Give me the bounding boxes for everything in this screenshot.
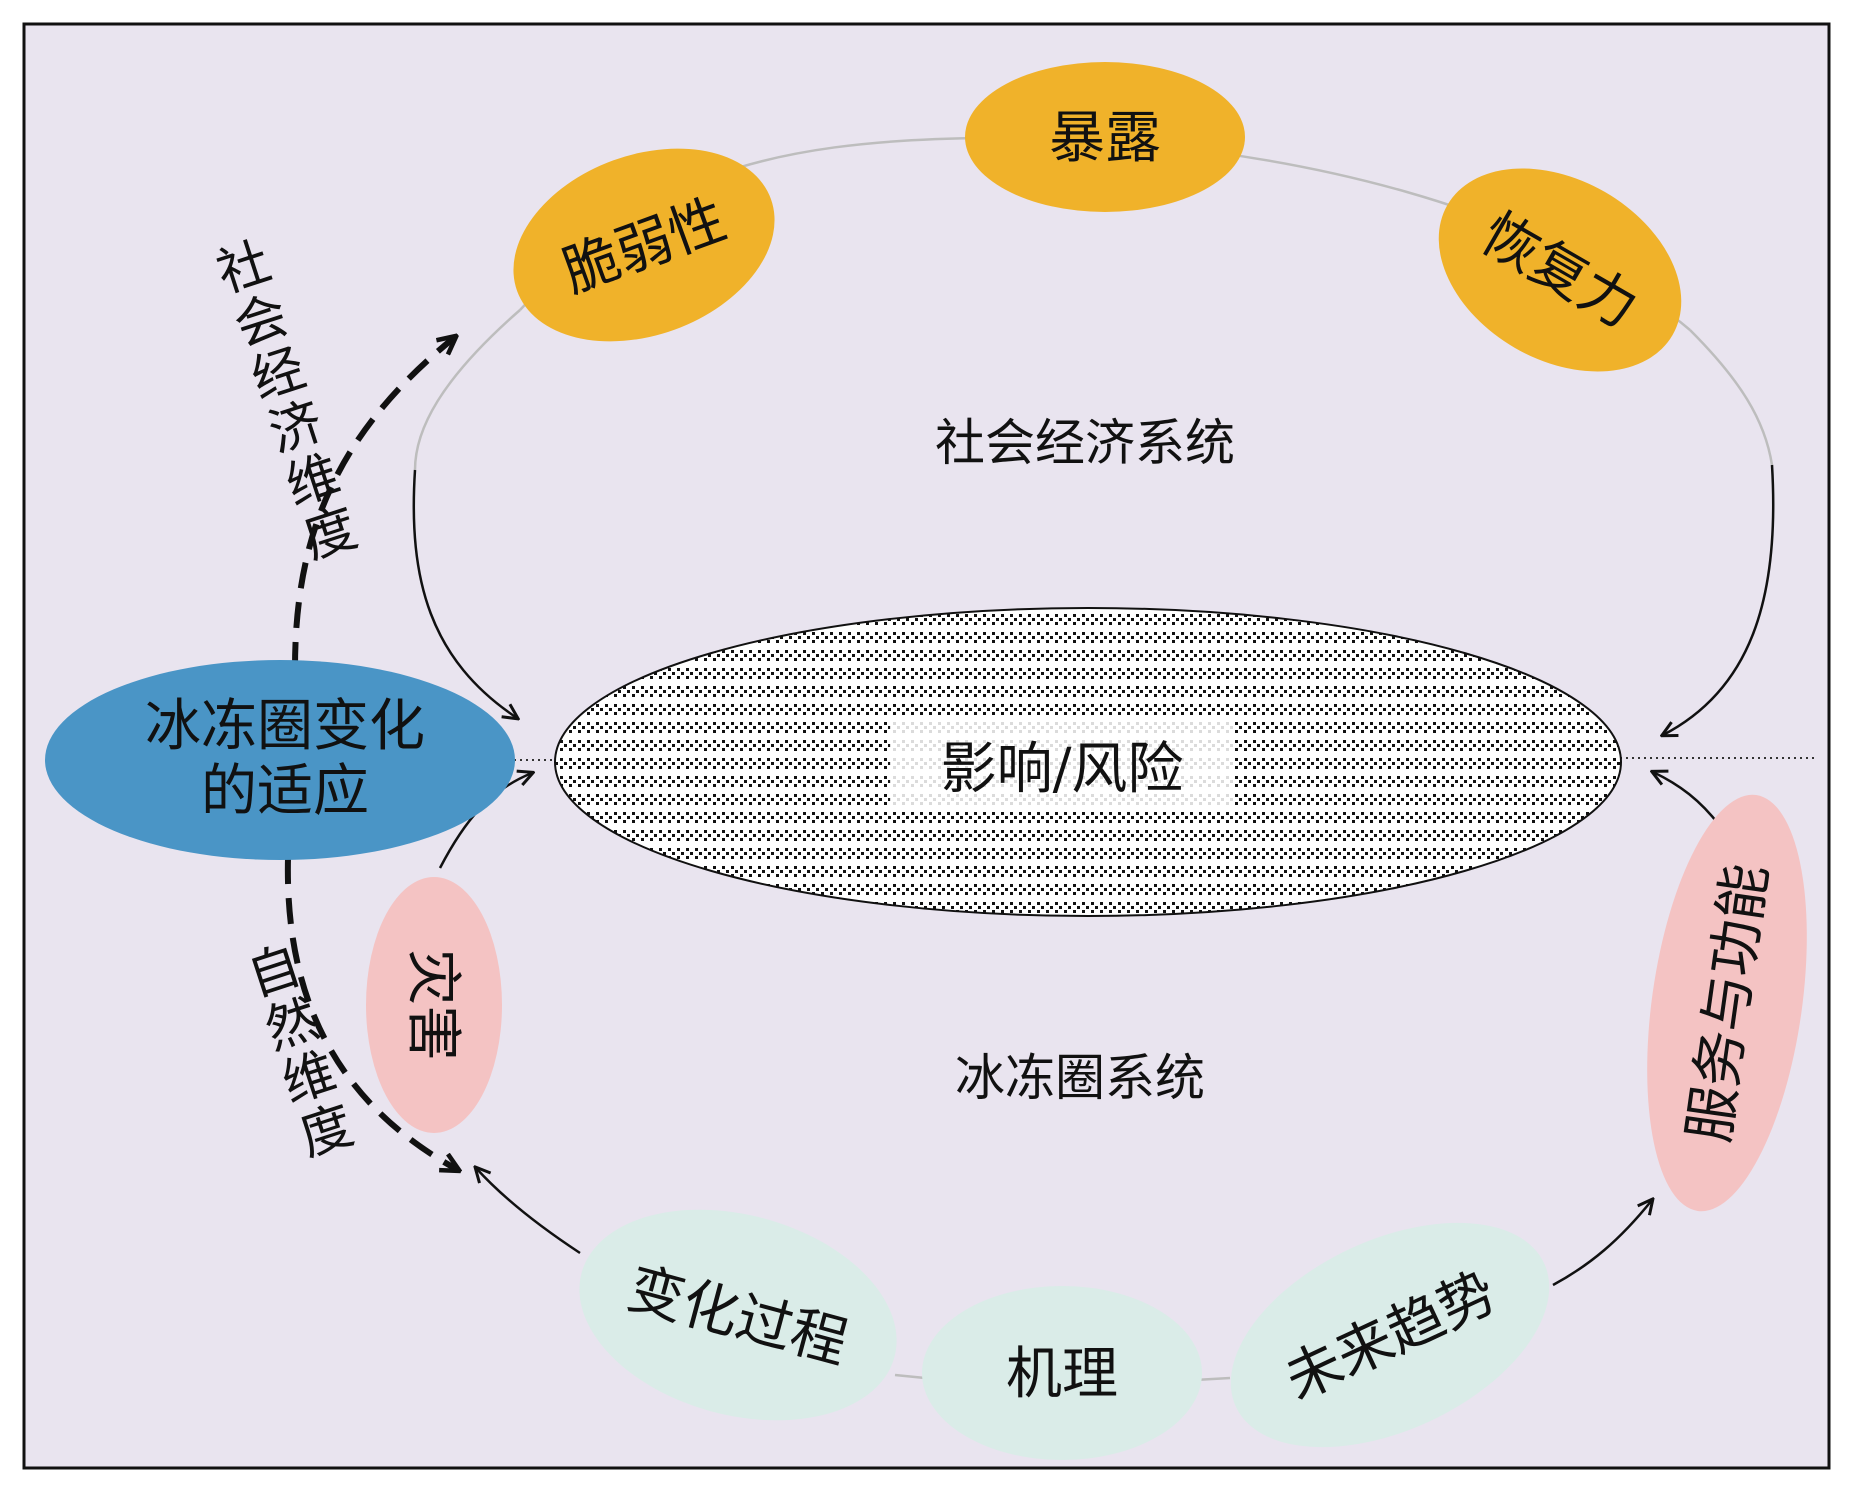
node-exposure-shape xyxy=(965,62,1245,212)
node-mechanism-label: 机理 xyxy=(1006,1342,1118,1407)
node-vulnerability-shape xyxy=(513,148,775,342)
impact-risk-label-bg xyxy=(890,720,1235,812)
node-exposure: 暴露 xyxy=(965,62,1245,212)
node-mechanism: 机理 xyxy=(922,1286,1202,1460)
arrow-socioeconomic-to-impact-right xyxy=(1663,464,1775,735)
arrow-socioeconomic-to-impact-left xyxy=(412,469,517,718)
arrow-trend-to-services xyxy=(1552,1200,1652,1287)
node-adaptation-shape xyxy=(45,660,515,860)
impact-risk-label: 影响/风险 xyxy=(941,737,1184,802)
dashed-arrow-socioeconomic-dimension xyxy=(292,337,455,669)
node-exposure-label: 暴露 xyxy=(1049,106,1161,171)
node-hazard-shape xyxy=(366,877,502,1133)
node-process-shape xyxy=(579,1209,897,1421)
node-mechanism-shape xyxy=(922,1286,1202,1460)
node-adaptation-line1: 冰冻圈变化 xyxy=(145,694,425,759)
node-hazard-label: 灾害 xyxy=(400,949,465,1061)
node-process: 变化过程 xyxy=(579,1209,897,1421)
node-resilience-shape xyxy=(1438,168,1682,372)
node-resilience: 恢复力 xyxy=(1438,168,1682,372)
node-vulnerability: 脆弱性 xyxy=(513,148,775,342)
dashed-arrow-natural-dimension xyxy=(284,857,458,1170)
upper-right-connector-curve xyxy=(1689,329,1774,466)
node-services-shape xyxy=(1647,794,1807,1212)
arrow-services-to-impact xyxy=(1653,772,1721,827)
bottom-connector-1 xyxy=(894,1373,926,1380)
socioeconomic-system-label: 社会经济系统 xyxy=(935,414,1235,472)
upper-left-connector-curve xyxy=(413,309,521,471)
cryosphere-system-label: 冰冻圈系统 xyxy=(955,1049,1205,1107)
node-trend-shape xyxy=(1230,1222,1550,1448)
arrow-process-to-cryosphere xyxy=(476,1168,581,1255)
node-trend: 未来趋势 xyxy=(1230,1222,1550,1448)
node-adaptation: 冰冻圈变化 的适应 xyxy=(45,660,515,860)
node-adaptation-line2: 的适应 xyxy=(201,759,369,824)
node-services: 服务与功能 xyxy=(1647,794,1807,1212)
node-hazard: 灾害 xyxy=(366,877,502,1133)
